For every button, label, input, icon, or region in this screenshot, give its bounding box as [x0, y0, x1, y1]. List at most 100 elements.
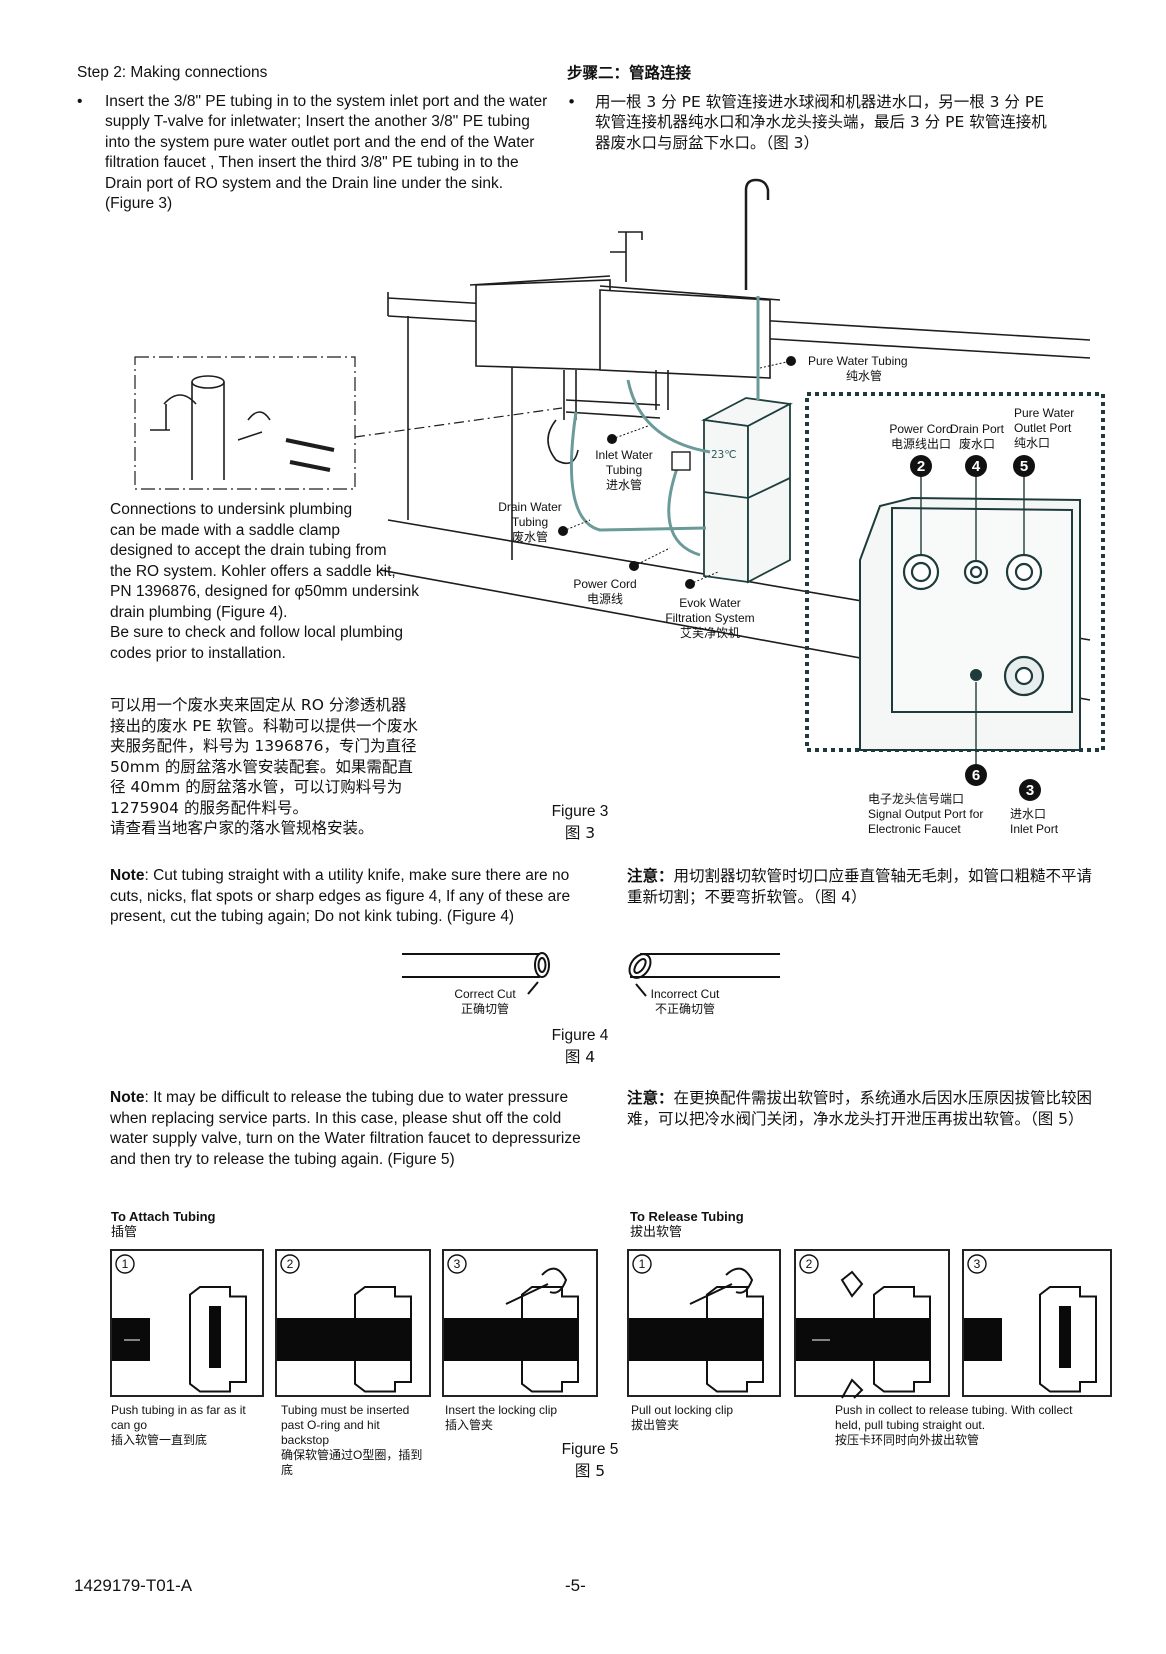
label-cn: 进水口	[1010, 807, 1047, 821]
saddle-note-line: Connections to undersink plumbing	[110, 501, 353, 518]
detail-label-drain-port: Drain Port 废水口	[944, 422, 1010, 452]
label-pure-water-tubing: Pure Water Tubing 纯水管	[808, 354, 958, 384]
note-text: 在更换配件需拔出软管时，系统通水后因水压原因拔管比较困难，可以把冷水阀门关闭，净…	[627, 1089, 1093, 1128]
caption-cn: 按压卡环同时向外拔出软管	[835, 1433, 980, 1447]
note-label: Note	[110, 1089, 145, 1106]
label-en: Inlet Water Tubing	[595, 448, 653, 477]
label-cn: 电源线出口	[890, 437, 951, 451]
saddle-pipe	[191, 382, 225, 480]
callout-dot-pure-water	[786, 356, 796, 366]
step-title-cn: 步骤二：管路连接	[567, 64, 692, 82]
caption-cn: 图 4	[564, 1047, 596, 1066]
detail-label-signal-port: 电子龙头信号端口 Signal Output Port for Electron…	[868, 792, 1008, 837]
note-text: : It may be difficult to release the tub…	[110, 1089, 581, 1168]
caption-en: Figure 3	[551, 803, 609, 820]
label-cn: 废水口	[958, 437, 995, 451]
figure3-caption: Figure 3 图 3	[540, 802, 620, 843]
svg-text:3: 3	[1026, 782, 1034, 799]
label-cn: 纯水管	[846, 369, 883, 383]
step-badge	[967, 1254, 987, 1274]
caption-en: Tubing must be inserted past O-ring and …	[281, 1403, 410, 1447]
attach-tubing-title: To Attach Tubing 插管	[111, 1209, 215, 1241]
incorrect-tube	[630, 953, 780, 978]
tube	[444, 1318, 578, 1361]
caption-cn: 图 3	[564, 823, 596, 842]
caption-en: Pull out locking clip	[631, 1403, 734, 1417]
step-bullet-cn-text: 用一根 3 分 PE 软管连接进水球阀和机器进水口，另一根 3 分 PE 软管连…	[595, 92, 1047, 152]
step-bullet-cn: • 用一根 3 分 PE 软管连接进水球阀和机器进水口，另一根 3 分 PE 软…	[567, 92, 1052, 154]
label-en: Correct Cut	[454, 987, 516, 1001]
badge-2	[910, 455, 932, 477]
collet	[209, 1306, 221, 1368]
caption-en: Push in collect to release tubing. With …	[835, 1403, 1073, 1432]
collet	[1059, 1306, 1071, 1368]
label-en-1: Pure Water	[1014, 406, 1075, 420]
step-title-en: Step 2: Making connections	[77, 64, 268, 81]
cabinet-frame	[379, 316, 1091, 701]
finger-bottom	[841, 1378, 864, 1399]
saddle-note-line: the RO system. Kohler offers a saddle ki…	[110, 562, 396, 580]
sink-basin-right	[599, 289, 771, 379]
note-text: : Cut tubing straight with a utility kni…	[110, 867, 571, 925]
note-text: 用切割器切软管时切口应垂直管轴无毛刺，如管口粗糙不平请重新切割；不要弯折软管。（…	[627, 867, 1093, 906]
label-en: Evok Water Filtration System	[665, 596, 755, 625]
label-en: Incorrect Cut	[650, 987, 720, 1001]
tube	[629, 1318, 763, 1361]
step-badge	[447, 1254, 467, 1274]
label-cn: 电源线	[586, 592, 623, 606]
note-label: Note	[110, 867, 145, 884]
drain-water-tubing	[570, 411, 707, 532]
saddle-leader-line	[354, 407, 563, 438]
figure5-caption: Figure 5 图 5	[550, 1440, 630, 1481]
step-badge	[799, 1254, 819, 1274]
signal-output-port	[970, 669, 982, 681]
label-cn: 不正确切管	[654, 1002, 715, 1016]
step-badge	[632, 1254, 652, 1274]
attach-step-3-caption: Insert the locking clip 插入管夹	[445, 1403, 595, 1433]
saddle-screws	[285, 438, 335, 472]
page-number: -5-	[565, 1576, 586, 1595]
attach-step-2-caption: Tubing must be inserted past O-ring and …	[281, 1403, 431, 1478]
saddle-note-line: 请查看当地客户家的落水管规格安装。	[110, 819, 374, 837]
label-cn: 纯水口	[1014, 436, 1051, 450]
caption-en: Push tubing in as far as it can go	[111, 1403, 246, 1432]
drain-pipe-right	[655, 370, 669, 410]
step-bullet-en-text: Insert the 3/8" PE tubing in to the syst…	[105, 92, 548, 213]
step-number: 3	[454, 1257, 461, 1271]
label-evok-system: Evok Water Filtration System 艾芙净饮机	[655, 596, 765, 641]
finger-top	[840, 1270, 864, 1298]
release-step-1-caption: Pull out locking clip 拔出管夹	[631, 1403, 781, 1433]
saddle-note-line: 径 40mm 的厨盆落水管，可以订购料号为	[110, 778, 403, 796]
note2-cn: 注意：在更换配件需拔出软管时，系统通水后因水压原因拔管比较困难，可以把冷水阀门关…	[627, 1088, 1097, 1129]
title-en: To Release Tubing	[630, 1209, 744, 1224]
label-en: Drain Port	[949, 422, 1005, 436]
saddle-note-line: can be made with a saddle clamp	[110, 521, 341, 539]
step-number: 1	[639, 1257, 646, 1271]
saddle-note-line: codes prior to installation.	[110, 644, 286, 662]
title-cn: 拔出软管	[630, 1225, 683, 1240]
caption-cn: 确保软管通过O型圈，插到底	[281, 1448, 423, 1477]
label-en: Power Cord	[573, 577, 637, 591]
saddle-note-line: PN 1396876, designed for φ50mm undersink	[110, 583, 420, 600]
incorrect-tube-end	[628, 953, 652, 979]
saddle-note-line: 50mm 的厨盆落水管安装配套。如果需配直	[110, 757, 413, 776]
saddle-clamp-parts	[150, 394, 271, 441]
locking-clip	[725, 1267, 754, 1294]
title-cn: 插管	[111, 1225, 138, 1240]
label-inlet-water-tubing: Inlet Water Tubing 进水管	[584, 448, 664, 493]
label-drain-water-tubing: Drain Water Tubing 废水管	[490, 500, 570, 545]
note1-en: Note: Cut tubing straight with a utility…	[110, 866, 600, 928]
svg-text:2: 2	[917, 458, 925, 475]
inlet-water-tubing	[626, 379, 711, 454]
filtration-unit	[701, 397, 793, 584]
step-2-cn-section: 步骤二：管路连接 • 用一根 3 分 PE 软管连接进水球阀和机器进水口，另一根…	[567, 63, 1052, 153]
step-2-en-section: Step 2: Making connections • Insert the …	[77, 63, 557, 215]
figure4-caption: Figure 4 图 4	[540, 1026, 620, 1067]
release-tubing-title: To Release Tubing 拔出软管	[630, 1209, 744, 1241]
step-badge	[115, 1254, 135, 1274]
label-cn: 电子龙头信号端口	[868, 792, 965, 806]
unit-display: 23℃	[711, 448, 737, 461]
caption-en: Figure 5	[561, 1441, 619, 1458]
badge-3	[1019, 779, 1041, 801]
step-number: 1	[122, 1257, 129, 1271]
